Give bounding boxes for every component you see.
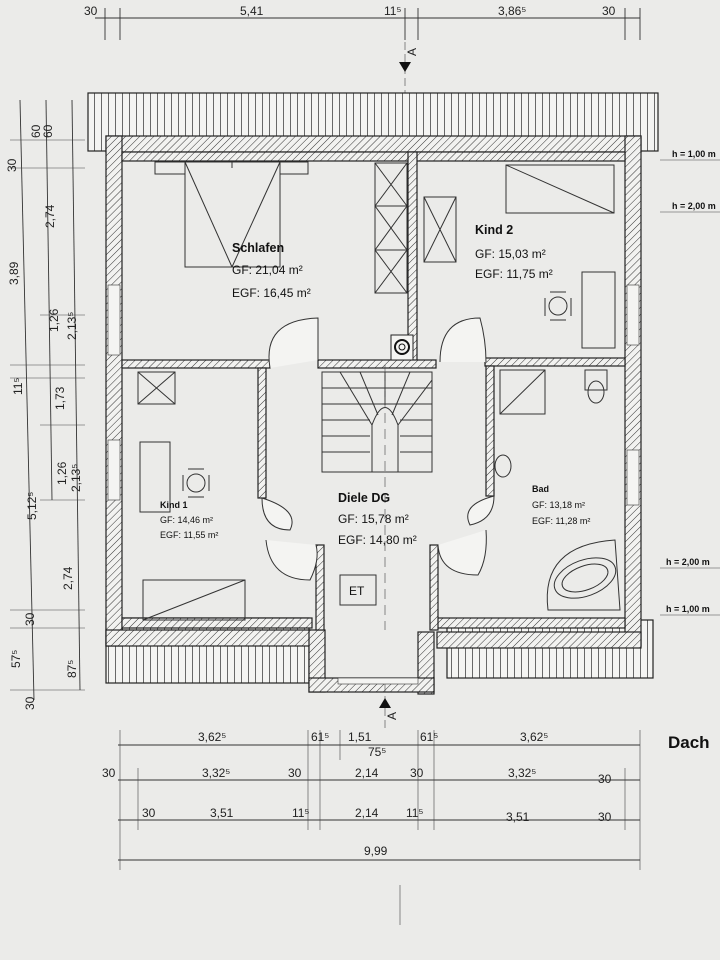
bottom-row1-dim-1: 3,62⁵ [198,730,226,744]
bottom-row1-dim-4: 75⁵ [368,745,386,759]
bottom-row2-dim-5: 30 [410,766,424,780]
left-inner-dim-4: 2,13⁵ [69,464,83,492]
bottom-row1-dim-6: 3,62⁵ [520,730,548,744]
room-kind2-name: Kind 2 [475,223,513,237]
room-bad: Bad GF: 13,18 m² EGF: 11,28 m² [532,484,590,526]
left-outer-dim-4: 5,12⁵ [25,492,39,520]
left-outer-dim-1: 30 [5,158,19,172]
left-middle-dim-3: 1,73 [53,386,67,410]
bottom-row1-dim-3: 1,51 [348,730,372,744]
flue [390,334,414,361]
room-diele-gf: GF: 15,78 m² [338,512,409,526]
bottom-row2-dim-4: 2,14 [355,766,379,780]
bottom-row1-dim-5: 61⁵ [420,730,438,744]
et-label: ET [349,584,365,598]
left-inner-dim-6: 30 [23,612,37,626]
bottom-row2-dim-1: 30 [102,766,116,780]
room-schlafen: Schlafen GF: 21,04 m² EGF: 16,45 m² [232,241,311,300]
bottom-row3-dim-3: 11⁵ [292,806,309,820]
left-outer-dim-2: 3,89 [7,261,21,285]
room-bad-egf: EGF: 11,28 m² [532,516,590,526]
bottom-row3-dim-5: 11⁵ [406,806,423,820]
left-middle-dim-4: 1,26 [55,461,69,485]
bottom-row3-dim-1: 30 [142,806,156,820]
room-diele: Diele DG GF: 15,78 m² EGF: 14,80 m² [338,491,417,547]
left-inner-dim-2: 2,74 [43,204,57,228]
furniture-kind2 [505,164,616,349]
room-kind1-name: Kind 1 [160,500,188,510]
bottom-row3-dim-4: 2,14 [355,806,379,820]
top-dim-4: 3,86⁵ [498,4,526,18]
closets [374,162,457,294]
bottom-row2-dim-3: 30 [288,766,302,780]
room-schlafen-egf: EGF: 16,45 m² [232,286,311,300]
et-box: ET [339,574,377,606]
staircase [321,365,433,630]
top-dim-3: 11⁵ [384,4,401,18]
door-swings [261,317,495,581]
room-kind2-egf: EGF: 11,75 m² [475,267,553,281]
left-middle-dim-1: 60 [29,124,43,138]
left-outer-dim-5: 30 [23,696,37,710]
height-labels: h = 1,00 m h = 2,00 m h = 2,00 m h = 1,0… [660,149,720,616]
windows [107,284,640,506]
top-dim-5: 30 [602,4,616,18]
left-dimension-lines: 30 3,89 11⁵ 5,12⁵ 30 60 1,26 1,73 1,26 6… [5,99,85,710]
room-kind2: Kind 2 GF: 15,03 m² EGF: 11,75 m² [475,223,553,281]
section-marker-top-label: A [405,48,419,56]
top-dim-2: 5,41 [240,4,264,18]
section-marker-bottom-label: A [385,712,399,720]
left-middle-dim-2: 1,26 [47,308,61,332]
furniture-bad [494,369,621,611]
height-label-4: h = 1,00 m [666,604,710,614]
top-dim-1: 30 [84,4,98,18]
bottom-row2-dim-2: 3,32⁵ [202,766,230,780]
room-kind2-gf: GF: 15,03 m² [475,247,546,261]
room-schlafen-gf: GF: 21,04 m² [232,263,303,277]
roof-eave-bottom-right [446,619,654,679]
plan-title: Dach [668,733,710,752]
room-kind1: Kind 1 GF: 14,46 m² EGF: 11,55 m² [160,500,218,540]
left-inner-dim-8: 87⁵ [65,660,79,678]
room-bad-name: Bad [532,484,549,494]
room-schlafen-name: Schlafen [232,241,284,255]
bottom-row2-dim-6: 3,32⁵ [508,766,536,780]
interior-walls [121,151,626,631]
bottom-row4-dim-1: 9,99 [364,844,388,858]
left-inner-dim-7: 57⁵ [9,650,23,668]
bottom-row2-dim-7: 30 [598,772,612,786]
left-outer-dim-3: 11⁵ [11,378,25,395]
bottom-dimension-lines: 3,62⁵ 61⁵ 1,51 75⁵ 61⁵ 3,62⁵ 30 3,32⁵ 30… [102,730,641,925]
furniture-kind1 [137,371,246,621]
roof-eave-bottom-left [105,617,310,684]
room-kind1-gf: GF: 14,46 m² [160,515,213,525]
height-label-2: h = 2,00 m [672,201,716,211]
room-diele-egf: EGF: 14,80 m² [338,533,417,547]
bed-schlafen [154,161,309,268]
bottom-row3-dim-2: 3,51 [210,806,234,820]
left-inner-dim-1: 60 [41,124,55,138]
section-marker-bottom: A [379,684,399,730]
height-label-3: h = 2,00 m [666,557,710,567]
height-label-1: h = 1,00 m [672,149,716,159]
room-bad-gf: GF: 13,18 m² [532,500,585,510]
room-kind1-egf: EGF: 11,55 m² [160,530,218,540]
top-dimension-line: 30 5,41 11⁵ 3,86⁵ 30 [84,4,641,40]
bottom-row3-dim-7: 30 [598,810,612,824]
left-inner-dim-5: 2,74 [61,566,75,590]
room-diele-name: Diele DG [338,491,390,505]
left-inner-dim-3: 2,13⁵ [65,312,79,340]
bottom-row3-dim-6: 3,51 [506,810,530,824]
bottom-row1-dim-2: 61⁵ [311,730,329,744]
